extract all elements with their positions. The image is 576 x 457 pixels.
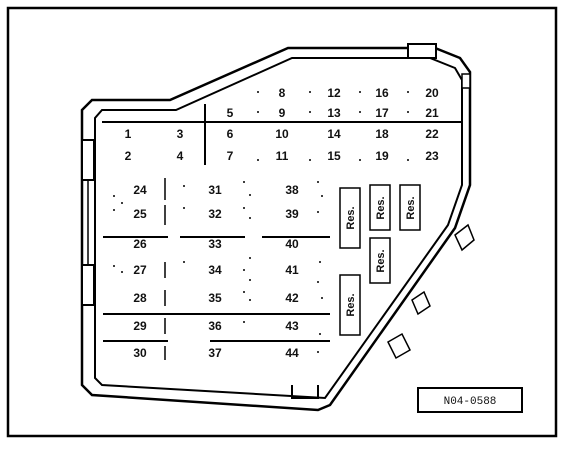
bottom-tab [291, 385, 319, 399]
fuse-32: 32 [208, 207, 222, 221]
fuse-18: 18 [375, 127, 389, 141]
fuse-33: 33 [208, 237, 222, 251]
fuse-38: 38 [285, 183, 299, 197]
fuse-17: 17 [375, 106, 389, 120]
fuse-44: 44 [285, 346, 299, 360]
fuse-21: 21 [425, 106, 439, 120]
res-label-3: Res. [405, 196, 417, 219]
right-clip [461, 73, 471, 89]
fuse-31: 31 [208, 183, 222, 197]
fuse-14: 14 [327, 127, 341, 141]
res-box-4 [369, 237, 391, 284]
fuse-42: 42 [285, 291, 299, 305]
top-tab [407, 43, 437, 59]
left-tab-upper [81, 139, 95, 181]
fuse-10: 10 [275, 127, 289, 141]
fuse-19: 19 [375, 149, 389, 163]
res-label-2: Res. [375, 196, 387, 219]
fuse-28: 28 [133, 291, 147, 305]
outer-frame [6, 6, 558, 438]
left-tab-lower [81, 264, 95, 306]
fuse-12: 12 [327, 86, 341, 100]
fuse-26: 26 [133, 237, 147, 251]
fuse-29: 29 [133, 319, 147, 333]
diag-tab-1 [454, 223, 475, 252]
housing-outline-inner [94, 57, 463, 400]
fuse-25: 25 [133, 207, 147, 221]
fuse-8: 8 [279, 86, 286, 100]
fuse-15: 15 [327, 149, 341, 163]
fuse-7: 7 [227, 149, 234, 163]
fuse-13: 13 [327, 106, 341, 120]
fuse-37: 37 [208, 346, 222, 360]
fuse-22: 22 [425, 127, 439, 141]
diag-tab-2 [411, 290, 431, 316]
res-box-2 [369, 184, 391, 231]
fuse-5: 5 [227, 106, 234, 120]
fuse-2: 2 [125, 149, 132, 163]
dot-marks [113, 91, 409, 353]
fuse-1: 1 [125, 127, 132, 141]
fuse-39: 39 [285, 207, 299, 221]
fuse-27: 27 [133, 263, 147, 277]
fuse-16: 16 [375, 86, 389, 100]
fuse-20: 20 [425, 86, 439, 100]
fuse-24: 24 [133, 183, 147, 197]
fuse-41: 41 [285, 263, 299, 277]
res-label-5: Res. [345, 293, 357, 316]
fuse-11: 11 [276, 149, 289, 163]
housing-outline-outer [80, 46, 472, 412]
fuse-23: 23 [425, 149, 439, 163]
fuse-43: 43 [285, 319, 299, 333]
diag-tab-3 [387, 332, 411, 360]
res-box-3 [399, 184, 421, 231]
fuse-9: 9 [279, 106, 286, 120]
reference-code: N04-0588 [444, 396, 497, 408]
fuse-36: 36 [208, 319, 222, 333]
fuse-40: 40 [285, 237, 299, 251]
fuse-3: 3 [177, 127, 184, 141]
res-label-4: Res. [375, 249, 387, 272]
reference-code-box [417, 387, 523, 413]
fuse-34: 34 [208, 263, 222, 277]
fuse-6: 6 [227, 127, 234, 141]
fuse-35: 35 [208, 291, 222, 305]
fuse-4: 4 [177, 149, 184, 163]
res-box-1 [339, 187, 361, 249]
fuse-30: 30 [133, 346, 147, 360]
res-box-5 [339, 274, 361, 336]
res-label-1: Res. [345, 206, 357, 229]
